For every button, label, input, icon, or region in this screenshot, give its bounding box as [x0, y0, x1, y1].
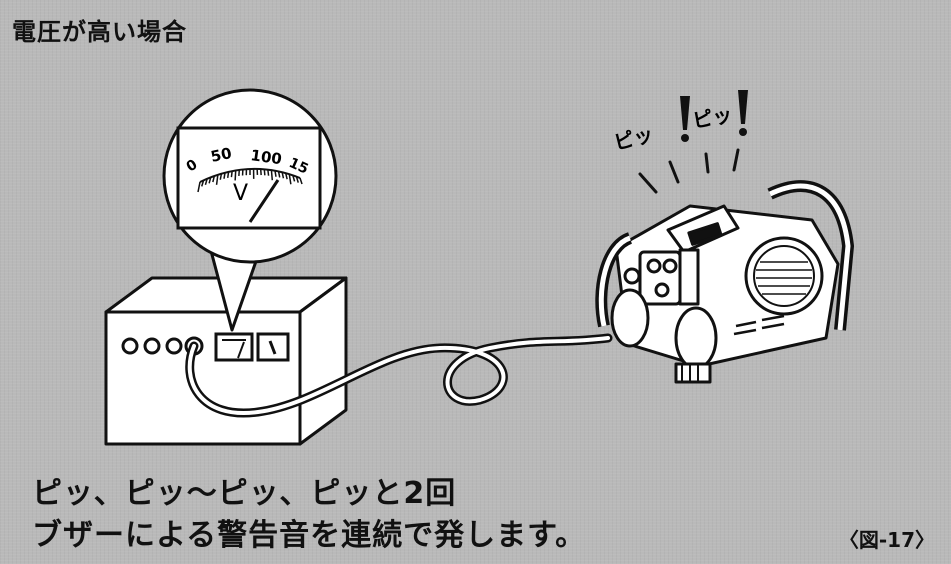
- knob-1: [121, 337, 139, 355]
- meter-needle: [248, 179, 280, 223]
- meter-scale-label-50: 50: [209, 144, 233, 166]
- caption-line-1: ピッ、ピッ〜ピッ、ピッと2回: [32, 476, 457, 511]
- fan-cover: [744, 236, 824, 316]
- meter-scale-label-100: 100: [249, 146, 283, 168]
- meter-tick: [299, 177, 303, 185]
- meter-scale-label-15: 15: [286, 155, 310, 178]
- meter-tick: [204, 178, 208, 186]
- meter-tick: [208, 177, 212, 184]
- meter-tick: [197, 181, 201, 193]
- meter-tick: [284, 173, 288, 180]
- meter-tick: [281, 172, 285, 179]
- beep-label-2: ピッ: [691, 102, 735, 133]
- air-compressor: [595, 180, 854, 384]
- meter-tick: [277, 171, 281, 178]
- exclamation-icon-1: [680, 96, 690, 130]
- tank-right: [674, 306, 718, 370]
- meter-tick: [223, 172, 226, 179]
- meter-tick: [263, 169, 266, 176]
- meter-callout: [162, 88, 338, 332]
- beep-label-1: ピッ: [611, 122, 656, 155]
- meter-tick: [288, 174, 292, 185]
- knob-2: [143, 337, 161, 355]
- box-switch-icon: [256, 332, 290, 362]
- meter-tick: [200, 180, 205, 187]
- meter-tick: [212, 175, 216, 183]
- compressor-controls: [623, 248, 700, 306]
- meter-tick: [270, 170, 274, 181]
- figure-reference: 〈図-17〉: [838, 528, 935, 552]
- meter-tick: [295, 176, 300, 183]
- side-vents: [733, 314, 785, 336]
- meter-tick: [292, 175, 296, 182]
- meter-tick: [226, 171, 230, 178]
- meter-tick: [230, 171, 233, 178]
- box-meter-icon: [214, 332, 254, 362]
- meter-tick: [267, 169, 270, 176]
- sound-lines: [638, 148, 740, 194]
- tank-left: [610, 288, 650, 348]
- meter-tick: [219, 173, 223, 180]
- exclamation-icon-2: [738, 90, 748, 124]
- knob-3: [165, 337, 183, 355]
- caption-line-2: ブザーによる警告音を連続で発します。: [32, 518, 587, 553]
- exclamation-marks: [680, 90, 748, 142]
- meter-unit-symbol: V: [233, 181, 248, 206]
- page-title: 電圧が高い場合: [12, 18, 187, 46]
- meter-tick: [234, 170, 237, 181]
- compressor-badge: [687, 222, 723, 246]
- meter-tick: [274, 170, 277, 177]
- meter-tick: [215, 174, 219, 185]
- power-supply-box: [104, 276, 348, 446]
